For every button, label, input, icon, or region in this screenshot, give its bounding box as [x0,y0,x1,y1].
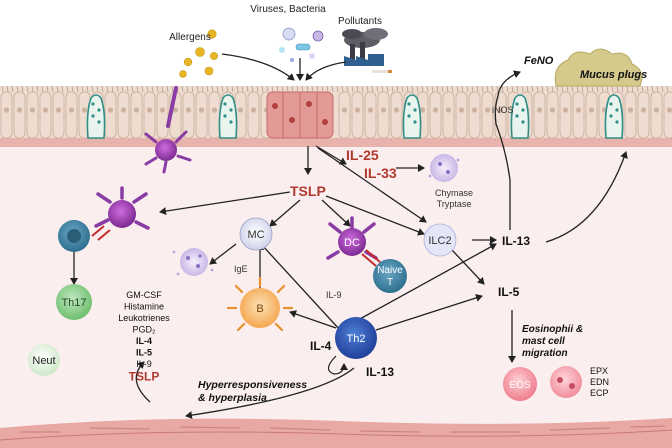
allergen-particles-icon [179,29,218,78]
il13-top-label: IL-13 [502,234,530,248]
ige-label: IgE [234,264,248,274]
tryptase-label: Tryptase [437,199,472,209]
dc-label: DC [344,237,360,249]
th17-label: Th17 [61,297,86,309]
il4-label: IL-4 [310,339,332,353]
feno-label: FeNO [524,55,554,67]
mediator-item: PGD₂ [133,325,157,335]
chymase-label: Chymase [435,188,473,198]
mediator-item: Leukotrienes [118,313,170,323]
epithelial-dendritic-cell-icon [144,86,192,174]
pollutants-factory-icon [342,28,392,73]
eos-label: EOS [509,380,530,391]
b-cell: B [226,276,294,332]
il13-bottom-label: IL-13 [366,365,394,379]
mucus-plugs-label: Mucus plugs [580,69,647,81]
naive-label-2: T [387,277,393,288]
mediator-item: IL-4 [136,336,152,346]
mucus-plugs-icon [554,48,643,87]
tslp-label: TSLP [290,183,326,199]
mediator-item: Histamine [124,302,164,312]
ilc2-label: ILC2 [428,235,451,247]
dendritic-cell: DC [326,216,381,267]
pathway-arrows [70,70,628,420]
il25-label: IL-25 [346,147,379,163]
smooth-muscle-layer [0,418,672,448]
th17-cell: Th17 [56,284,92,320]
th2-autocrine-arrow [327,355,348,375]
submucosa-background [0,146,672,448]
mast-mediators-list: GM-CSF HistamineLeukotrienesPGD₂IL-4IL-5I… [118,290,170,384]
th2-cell: Th2 [335,317,377,359]
b-label: B [256,303,263,315]
hyper-line: & hyperplasia [198,392,267,404]
mast-cell: MC [239,217,273,251]
mediator-item: TSLP [129,370,160,384]
il33-label: IL-33 [364,165,397,181]
neut-label: Neut [32,355,55,367]
eos-migration-line: mast cell [522,336,565,347]
il5-label: IL-5 [498,285,520,299]
mediator-item: IL-5 [136,348,152,358]
mc-label: MC [247,229,264,241]
pollutants-label: Pollutants [338,16,382,27]
airway-epithelium [0,85,672,147]
neutrophil-cell: Neut [28,344,60,376]
il9-label: IL-9 [326,290,342,300]
dendritic-cell-left-icon [58,186,150,252]
eos-product-item: EPX [590,366,608,376]
naive-t-cell: Naive T [373,259,407,293]
mediator-item: GM-CSF [126,290,162,300]
hyper-line: Hyperresponsiveness [198,379,307,391]
virus-bacteria-icon [279,27,324,62]
mast-cell-degranulating-icon [172,248,214,276]
allergens-label: Allergens [169,32,211,43]
inos-label: iNOS [492,105,514,115]
eos-product-item: EDN [590,377,609,387]
eos-migration-line: migration [522,348,568,359]
ilc2-cell: ILC2 [423,223,457,257]
eos-product-item: ECP [590,388,609,398]
mediator-item: IL-9 [136,359,152,369]
eosinophil-cells: EOS [503,366,582,401]
th2-label: Th2 [347,333,366,345]
chymase-tryptase-cell-icon [428,154,460,182]
viruses-label: Viruses, Bacteria [250,4,326,15]
naive-label-1: Naive [377,265,403,276]
eos-migration-line: Eosinophii & [522,324,583,335]
hyperresponsiveness-label: Hyperresponsiveness& hyperplasia [198,379,307,404]
trigger-arrows [221,53,347,81]
